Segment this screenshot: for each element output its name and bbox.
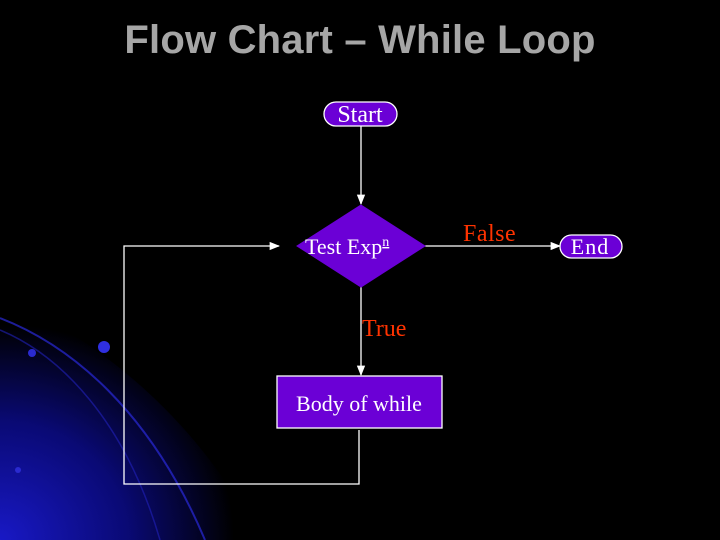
svg-text:Test Expn: Test Expn [305,234,389,259]
condition-label: Test Exp [305,234,382,259]
end-node: End [560,234,622,259]
true-label: True [362,316,406,342]
false-label: False [463,221,516,247]
body-node: Body of while [277,376,442,428]
condition-superscript: n [382,235,389,250]
condition-node: Test Expn [297,205,425,287]
edge-body-loop-back [124,246,359,484]
start-node: Start [324,102,397,128]
body-label: Body of while [296,391,422,416]
end-label: End [571,234,609,259]
start-label: Start [337,102,383,128]
